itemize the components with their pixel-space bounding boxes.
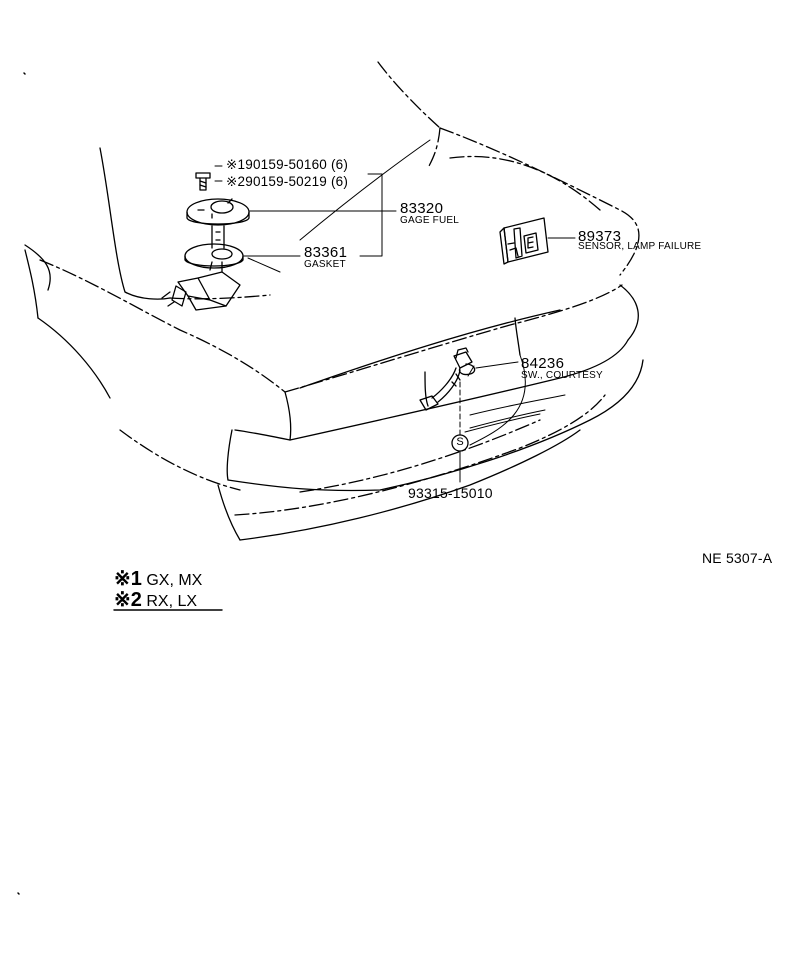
bolt-2-qty: (6): [330, 174, 349, 189]
bolt-1-qty: (6): [330, 157, 349, 172]
fuel-gage-icon: [186, 198, 250, 249]
scan-specks: [17, 72, 26, 895]
bolt-1-label: ※190159-50160 (6): [226, 158, 348, 172]
legend-1-text: GX, MX: [146, 572, 203, 589]
car-body-outline: [24, 61, 644, 541]
bolt-2-label: ※290159-50219 (6): [226, 175, 348, 189]
gasket-leader-line: [247, 257, 281, 273]
part-84236-description: SW., COURTESY: [521, 370, 603, 381]
part-83361-number: 83361: [304, 244, 348, 261]
legend-item-1: ※1 GX, MX: [114, 569, 202, 589]
screw-symbol-letter: S: [456, 436, 464, 448]
bolt-1-marker: ※1: [226, 157, 246, 172]
bolt-icon: [195, 172, 211, 191]
bolt-1-part-no: 90159-50160: [245, 157, 328, 172]
part-83320-description: GAGE FUEL: [400, 215, 460, 226]
bolt-2-part-no: 90159-50219: [245, 174, 328, 189]
sensor-lamp-failure-icon: [499, 217, 549, 265]
part-83361-description: GASKET: [304, 259, 346, 270]
part-84236-number: 84236: [521, 355, 565, 372]
gasket-icon: [161, 243, 244, 311]
screw-part-number: 93315-15010: [408, 485, 493, 501]
legend-item-2: ※2 RX, LX: [114, 590, 197, 610]
part-89373-description: SENSOR, LAMP FAILURE: [578, 241, 702, 252]
part-83320-number: 83320: [400, 200, 444, 217]
part-89373-number: 89373: [578, 228, 622, 245]
legend-2-text: RX, LX: [146, 593, 198, 610]
legend-1-marker: ※1: [114, 568, 142, 590]
leader-lines: [214, 165, 576, 483]
courtesy-switch-icon: [419, 347, 476, 411]
bolt-2-marker: ※2: [226, 174, 246, 189]
legend-2-marker: ※2: [114, 589, 142, 611]
figure-code: NE 5307-A: [702, 550, 773, 566]
